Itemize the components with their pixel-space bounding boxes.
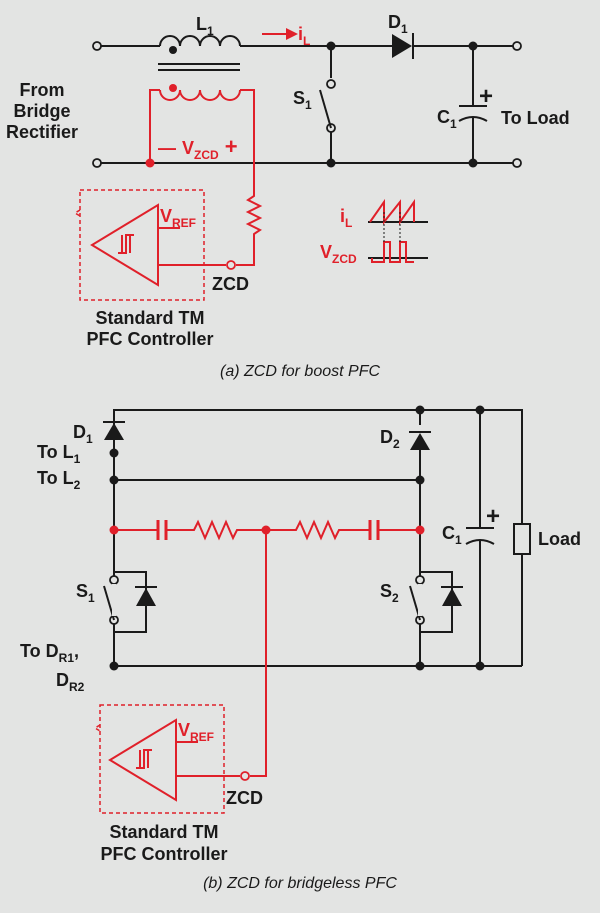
a-zcd-junction	[145, 158, 155, 168]
b-zcd-network	[114, 519, 420, 777]
b-red-junctions	[109, 525, 425, 535]
a-controller-line1: Standard TM	[95, 308, 204, 328]
a-wave-il-label: iL	[340, 206, 352, 230]
b-label-c1: C1	[442, 523, 462, 547]
a-junctions	[326, 41, 478, 168]
b-controller-line2: PFC Controller	[100, 844, 227, 864]
b-label-to-l2: To L2	[37, 468, 81, 492]
a-capacitor-c1	[458, 46, 488, 163]
a-label-load: To Load	[501, 108, 570, 128]
panel-a-boost-pfc: L1 iL D1 S1 C1 + To Load From Bridge Rec…	[6, 12, 570, 380]
a-source-line2: Bridge	[13, 101, 70, 121]
b-label-s2: S2	[380, 581, 399, 605]
a-zcd-wiring	[149, 89, 261, 266]
a-label-vref: VREF	[160, 206, 196, 230]
b-controller	[93, 704, 225, 814]
a-controller	[73, 189, 205, 301]
b-controller-line1: Standard TM	[109, 822, 218, 842]
b-label-dr2: DR2	[56, 670, 85, 694]
a-source-line3: Rectifier	[6, 122, 78, 142]
b-label-d1: D1	[73, 422, 93, 446]
a-label-vzcd: —VZCD+	[158, 134, 238, 162]
a-zcd-pin	[226, 260, 236, 270]
a-terminals	[92, 41, 522, 168]
b-load	[513, 523, 531, 555]
b-diode-d1	[104, 423, 124, 440]
b-switch-s1	[103, 571, 157, 633]
a-current-arrow	[262, 28, 298, 40]
b-caption: (b) ZCD for bridgeless PFC	[203, 875, 397, 892]
panel-b-bridgeless-pfc: D1 D2 To L1 To L2 C1 + Load S1 S2 To DR1…	[20, 405, 581, 892]
b-diode-d2	[410, 433, 430, 450]
a-dot-secondary	[169, 84, 177, 92]
a-label-s1: S1	[293, 88, 312, 112]
b-cap-plus: +	[486, 503, 500, 530]
a-wave-vzcd-label: VZCD	[320, 242, 357, 266]
b-junctions	[109, 405, 485, 671]
a-label-l1: L1	[196, 14, 214, 38]
b-capacitor-c1-curve	[465, 539, 495, 545]
a-label-c1: C1	[437, 107, 457, 131]
a-source-line1: From	[20, 80, 65, 100]
b-label-zcd: ZCD	[226, 788, 263, 808]
a-zcd-winding	[159, 89, 241, 101]
a-inductor-l1	[159, 35, 241, 47]
a-controller-line2: PFC Controller	[86, 329, 213, 349]
b-label-load: Load	[538, 529, 581, 549]
a-caption: (a) ZCD for boost PFC	[220, 363, 380, 380]
a-dot-primary	[169, 46, 177, 54]
b-label-to-dr1: To DR1,	[20, 641, 79, 665]
b-label-d2: D2	[380, 427, 400, 451]
b-label-vref: VREF	[178, 720, 214, 744]
a-label-zcd: ZCD	[212, 274, 249, 294]
a-waveform	[368, 198, 428, 263]
a-label-d1: D1	[388, 12, 408, 36]
b-label-s1: S1	[76, 581, 95, 605]
a-switch-s1	[319, 46, 336, 163]
a-label-il: iL	[298, 24, 310, 48]
b-switch-s2	[409, 571, 463, 633]
b-zcd-pin	[240, 771, 250, 781]
b-label-to-l1: To L1	[37, 442, 81, 466]
a-diode-d1	[392, 33, 414, 59]
a-cap-plus: +	[479, 83, 493, 110]
